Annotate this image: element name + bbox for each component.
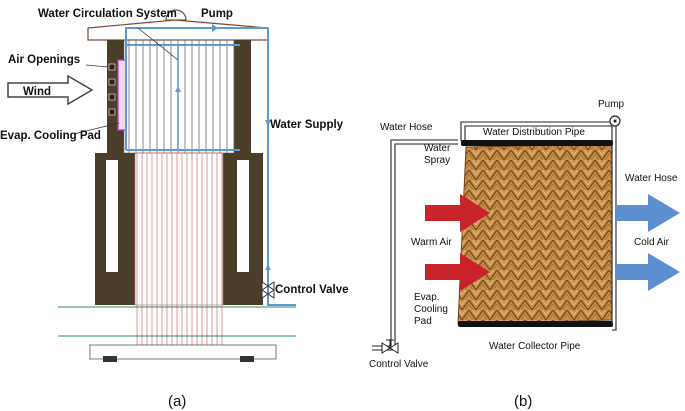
tower-shaft — [135, 305, 223, 345]
label-water-spray-1: Water — [424, 143, 451, 154]
water-hose-inner — [464, 125, 613, 325]
label-cold-air: Cold Air — [634, 237, 670, 248]
label-water-collector-pipe: Water Collector Pipe — [489, 341, 581, 352]
flow-arrow — [175, 86, 181, 92]
footing-pad — [240, 356, 254, 362]
tower-roof — [87, 19, 269, 41]
leader-line — [85, 64, 109, 68]
label-water-spray-2: Spray — [424, 155, 450, 166]
caption-b: (b) — [514, 393, 532, 410]
label-evap-cooling-pad-a: Evap. Cooling Pad — [0, 130, 101, 142]
label-air-openings: Air Openings — [8, 54, 80, 66]
label-water-distribution-pipe: Water Distribution Pipe — [483, 127, 585, 138]
label-control-valve-a: Control Valve — [275, 284, 349, 296]
evap-cooling-pad-b — [457, 143, 613, 325]
caption-a: (a) — [168, 393, 186, 410]
leader-line — [73, 122, 120, 135]
footing-pad — [103, 356, 117, 362]
tower-footing — [89, 344, 277, 360]
label-water-hose-right: Water Hose — [625, 173, 678, 184]
cold-air-arrow — [616, 253, 680, 291]
label-water-hose-left: Water Hose — [380, 122, 433, 133]
label-water-circulation-system: Water Circulation System — [38, 8, 177, 20]
warm-air-arrow — [425, 253, 490, 291]
label-control-valve-b: Control Valve — [369, 359, 429, 370]
air-opening — [108, 63, 116, 71]
water-supply-line — [267, 28, 296, 306]
label-evap-cooling-pad-b-1: Evap. — [414, 292, 440, 303]
label-water-supply: Water Supply — [270, 119, 344, 131]
base-slot-left — [106, 160, 118, 272]
pump-icon-center — [613, 119, 617, 123]
flow-arrow — [212, 24, 218, 32]
evap-cooling-pad-a — [117, 59, 127, 131]
air-opening — [108, 93, 116, 101]
water-distribution-pipe — [461, 140, 613, 146]
label-evap-cooling-pad-b-2: Cooling — [414, 304, 448, 315]
water-collector-pipe — [458, 321, 613, 327]
label-pump-b: Pump — [598, 99, 625, 110]
figure-a: Water Circulation System Pump Air Openin… — [0, 8, 349, 410]
wind-arrow — [7, 74, 94, 106]
figure-b: Pump Water Hose Water Distribution Pipe … — [369, 99, 680, 410]
label-pump-a: Pump — [201, 8, 233, 20]
label-wind: Wind — [23, 86, 51, 98]
base-slot-right — [237, 160, 249, 272]
air-opening — [108, 108, 116, 116]
label-evap-cooling-pad-b-3: Pad — [414, 316, 432, 327]
warm-air-arrow — [425, 194, 490, 232]
flow-arrow — [265, 264, 271, 270]
control-valve-icon — [261, 281, 275, 299]
water-circulation-line — [125, 27, 268, 150]
tower-core-lower — [134, 152, 224, 306]
cold-air-arrow — [616, 194, 680, 232]
air-opening — [108, 78, 116, 86]
leader-line — [137, 27, 179, 61]
pump-dome — [165, 9, 187, 21]
tower-core-upper — [123, 39, 235, 154]
label-warm-air: Warm Air — [411, 237, 452, 248]
flow-arrow — [265, 120, 271, 126]
tower-wall-right-upper — [234, 40, 251, 153]
